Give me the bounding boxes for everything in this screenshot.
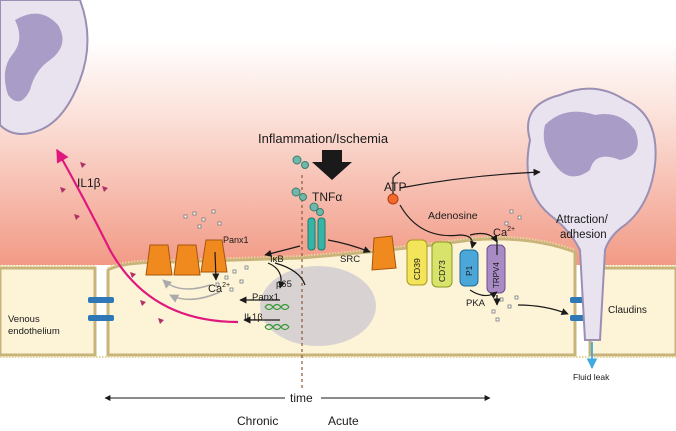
trpv4-label: TRPV4 — [492, 262, 501, 288]
inflammation-label: Inflammation/Ischemia — [258, 131, 389, 146]
pka-label: PKA — [466, 298, 486, 309]
gene-helices — [264, 303, 290, 331]
claudins-label: Claudins — [608, 305, 647, 316]
inflammation-arrow — [312, 150, 352, 180]
p1-receptor — [459, 249, 479, 287]
tnf-label: TNFα — [312, 190, 342, 204]
cd39-protein — [406, 239, 428, 286]
atp-molecule — [387, 193, 399, 205]
p65-label: p65 — [276, 279, 292, 290]
calcium-feedback-arrows — [162, 279, 221, 303]
venous-label-line2: endothelium — [8, 326, 60, 337]
ikb-label: IκB — [270, 254, 284, 265]
tnf-particles — [291, 155, 324, 216]
il1b-particles — [60, 162, 164, 324]
acute-label: Acute — [328, 414, 359, 428]
panx1-top-label: Panx1 — [223, 235, 249, 245]
venous-label-line1: Venous — [8, 314, 40, 325]
il1b-release-arrow — [56, 148, 239, 324]
attraction-label-line1: Attraction/ — [556, 214, 609, 226]
cd73-label: CD73 — [437, 260, 447, 282]
calcium-left-label: Ca2+ — [208, 282, 230, 295]
il1b-top-label: IL1β — [77, 176, 101, 190]
chronic-label: Chronic — [237, 414, 278, 428]
membrane-top-texture — [0, 235, 676, 269]
calcium-dots-right — [491, 209, 522, 322]
attraction-label-line2: adhesion — [560, 229, 607, 241]
p1-label: P1 — [464, 265, 474, 276]
panx1-gene-label: Panx1 — [252, 292, 279, 303]
left-cell — [0, 266, 97, 357]
tight-junction-left — [88, 297, 114, 321]
calcium-left-superscript: 2+ — [222, 282, 230, 289]
leukocyte-adhering-nucleus — [543, 111, 638, 177]
pathway-arrows — [212, 168, 569, 324]
il1b-gene-label: IL1β — [244, 312, 263, 323]
cd73-protein — [431, 241, 453, 288]
calcium-right-label: Ca2+ — [493, 226, 515, 239]
src-channel — [371, 235, 397, 271]
adenosine-label: Adenosine — [428, 210, 478, 222]
fluid-leak-label: Fluid leak — [573, 372, 610, 382]
src-label: SRC — [340, 254, 360, 265]
time-label-bg — [285, 390, 321, 406]
nucleus — [260, 266, 376, 346]
cd39-label: CD39 — [412, 258, 422, 280]
calcium-dots-left — [183, 209, 249, 292]
leukocyte-top-left-nucleus — [4, 13, 63, 102]
time-label: time — [290, 391, 313, 405]
tnf-receptor — [307, 217, 326, 251]
calcium-right-superscript: 2+ — [507, 226, 515, 233]
panx1-channels — [145, 239, 228, 276]
atp-label: ATP — [384, 180, 406, 194]
